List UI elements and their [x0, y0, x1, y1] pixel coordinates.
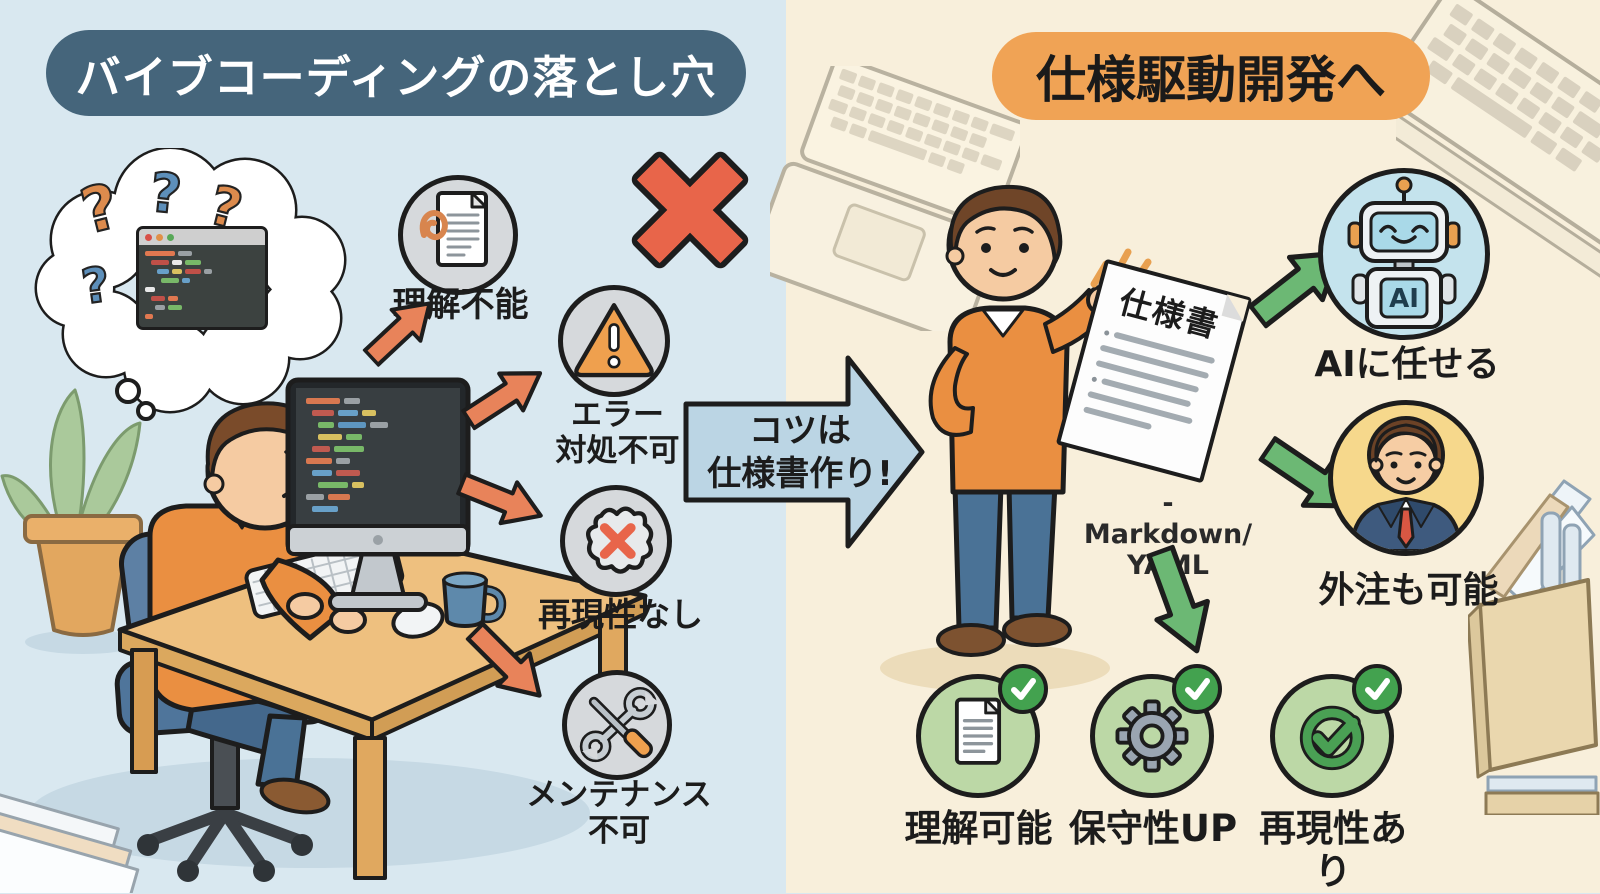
ai-chest-badge: AI [1389, 284, 1419, 314]
pitfalls-title-banner: バイブコーディングの落とし穴 [46, 30, 746, 116]
pitfall-error-handling [558, 285, 670, 397]
cross-blob-icon [568, 493, 664, 589]
unreadable-document-icon [408, 185, 508, 285]
tools-icon [570, 678, 664, 772]
spec-title: 仕様駆動開発へ [1036, 40, 1386, 112]
maximize-dot-icon [167, 234, 174, 241]
question-mark-icon: ? [147, 161, 185, 227]
benefit-label: 保守性UP [1068, 808, 1238, 851]
close-dot-icon [145, 234, 152, 241]
pitfall-no-maintenance [562, 670, 672, 780]
outcome-label-ai: AIに任せる [1312, 344, 1502, 386]
pitfall-unreadable-document [398, 175, 518, 295]
check-badge-icon [1352, 664, 1402, 714]
check-badge-icon [998, 664, 1048, 714]
cross-icon [616, 136, 764, 284]
benefit-label: 理解可能 [896, 808, 1061, 851]
pitfalls-title: バイブコーディングの落とし穴 [76, 41, 717, 106]
code-lines [139, 245, 265, 329]
benefit-maintainability [1090, 674, 1214, 798]
pitfall-no-reproducibility [560, 485, 672, 597]
plant-illustration [2, 390, 141, 654]
benefit-readable [916, 674, 1040, 798]
outcome-label-outsource: 外注も可能 [1316, 570, 1501, 612]
code-window-titlebar [139, 229, 265, 245]
warning-triangle-icon [566, 293, 662, 389]
pitfall-label: メンテナンス 不可 [524, 778, 714, 850]
spec-title-banner: 仕様駆動開発へ [992, 32, 1430, 120]
outsource-avatar-circle [1328, 400, 1484, 556]
storage-box-illustration [1468, 455, 1600, 815]
benefit-reproducibility [1270, 674, 1394, 798]
code-editor-window [136, 226, 268, 330]
robot-icon: AI [1323, 173, 1485, 335]
benefit-label: 再現性あり [1243, 808, 1423, 894]
check-badge-icon [1172, 664, 1222, 714]
ai-robot-circle: AI [1318, 168, 1490, 340]
businessman-icon [1333, 405, 1479, 551]
pitfall-label: 再現性なし [538, 596, 703, 634]
minimize-dot-icon [156, 234, 163, 241]
document-line [1083, 406, 1199, 442]
